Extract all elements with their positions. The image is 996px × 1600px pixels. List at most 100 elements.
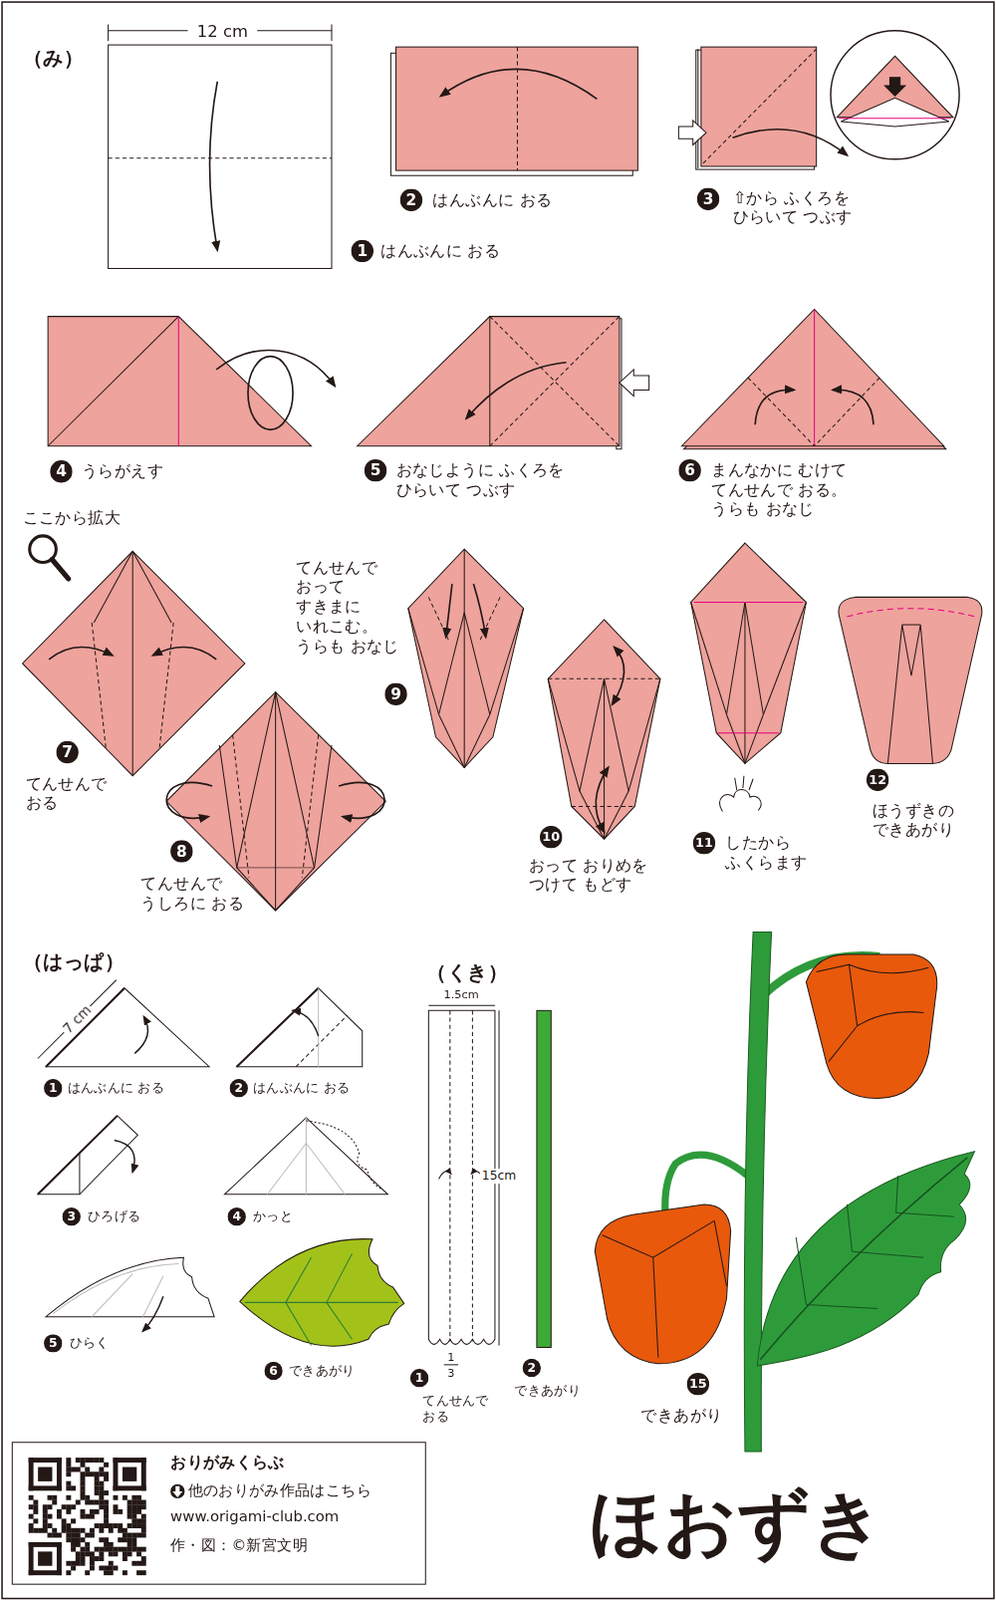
step9-kite-part (439, 612, 466, 715)
qr-code-part (75, 1532, 81, 1538)
info-text: www.origami-club.com (170, 1506, 339, 1523)
final-physalis-part (759, 1157, 968, 1360)
qr-code-part (65, 1522, 71, 1528)
qr-code-part (28, 1541, 62, 1547)
qr-code-part (136, 1517, 142, 1523)
step-number-text: 4 (227, 1207, 246, 1226)
qr-code-part (108, 1522, 114, 1528)
leaf-step4-part (266, 1143, 306, 1195)
qr-code-part (141, 1560, 147, 1566)
final-physalis-part (805, 1303, 878, 1308)
final-physalis-part (846, 1204, 852, 1251)
leaf-step6-part (326, 1301, 353, 1339)
qr-code-part (98, 1499, 104, 1505)
step10-kite (547, 619, 661, 839)
step-number: 2 (400, 189, 424, 213)
qr-code-part (98, 1485, 104, 1491)
dimension: 12 cm (197, 21, 249, 42)
qr-code-part (98, 1536, 104, 1542)
qr-code-part (108, 1569, 114, 1575)
qr-code-part (32, 1499, 38, 1505)
leaf-step4-part (305, 1117, 307, 1195)
step3-square-part (701, 46, 817, 167)
info-box: おりがみくらぶ他のおりがみ作品はこちらwww.origami-club.com作… (11, 1442, 426, 1584)
step-number: 3 (697, 188, 721, 212)
final-physalis-part (594, 1204, 731, 1364)
step-number: 4 (49, 460, 73, 484)
leaf-step3-part (37, 1115, 138, 1195)
qr-code-part (70, 1517, 76, 1523)
step-circle-fill (230, 1078, 249, 1097)
qr-code-part (28, 1485, 62, 1491)
qr-code-part (75, 1499, 81, 1505)
leaf-step1-part (45, 988, 210, 1067)
step3-square-part (884, 77, 905, 96)
qr-code-part (141, 1555, 147, 1561)
step1-square-part (210, 81, 219, 250)
qr-code-part (108, 1527, 114, 1533)
step10-kite-part (603, 678, 605, 839)
qr-code-part (89, 1457, 95, 1463)
qr-code-part (113, 1457, 119, 1491)
qr-code-part (28, 1527, 34, 1533)
step7-diamond-part (48, 646, 113, 659)
qr-code-part (37, 1467, 52, 1482)
qr-code-part (80, 1527, 86, 1533)
step7-diamond-part (132, 550, 134, 775)
qr-code-part (117, 1527, 123, 1533)
step6-triangle-part (814, 377, 881, 447)
qr-code-part (84, 1550, 90, 1556)
step-circle-fill (263, 1361, 282, 1380)
qr-code-part (89, 1532, 95, 1538)
qr-code-part (65, 1532, 71, 1538)
step8-diamond-part (275, 867, 315, 911)
qr-code-part (98, 1471, 104, 1477)
stem-step1-part (536, 1009, 551, 1347)
step-number: 8 (170, 839, 194, 863)
qr-code-part (113, 1508, 119, 1514)
qr-code-part (65, 1462, 71, 1468)
qr-code-part (56, 1457, 62, 1491)
step-number: 6 (678, 459, 702, 483)
qr-code-part (141, 1503, 147, 1509)
qr-code-part (51, 1494, 57, 1500)
leaf-step5-part (45, 1256, 215, 1316)
step-number: 2 (230, 1078, 249, 1097)
step11-kite-part (744, 602, 746, 764)
step-number: 1 (410, 1368, 429, 1387)
qr-code-part (117, 1546, 123, 1552)
step-text: ほうずきの できあがり (872, 799, 965, 839)
qr-code-part (84, 1457, 90, 1463)
qr-code-part (28, 1457, 34, 1491)
step1-square-part (108, 29, 189, 31)
step-circle-fill (227, 1207, 246, 1226)
qr-code-part (51, 1532, 57, 1538)
qr-code-part (131, 1560, 137, 1566)
step11-kite-part (727, 602, 746, 716)
step9-kite-part (464, 612, 491, 715)
qr-code-part (98, 1546, 104, 1552)
magnifier-icon (29, 535, 69, 579)
qr-code-part (103, 1565, 109, 1571)
qr-code-part (127, 1503, 133, 1509)
step-number: 7 (55, 741, 79, 764)
step-text: おなじように ふくろを ひらいて つぶす (396, 460, 576, 499)
step-text: したから ふくらます (725, 832, 817, 872)
qr-code-part (141, 1527, 147, 1533)
qr-code-part (80, 1513, 86, 1519)
step8-diamond-part (237, 866, 315, 868)
qr-code-part (131, 1541, 137, 1547)
qr-code-part (103, 1490, 109, 1495)
qr-code-part (37, 1550, 52, 1565)
qr-code-part (103, 1513, 109, 1519)
qr-code-part (80, 1490, 86, 1495)
footer-decor (11, 1442, 426, 1584)
qr-code-part (70, 1527, 76, 1533)
qr-code-part (84, 1569, 90, 1575)
qr-code-part (113, 1546, 119, 1552)
step9-kite-part (490, 608, 524, 716)
step-text: ひらく (69, 1334, 110, 1351)
step-text: まんなかに むけて てんせんで おる。 うらも おなじ (711, 460, 859, 519)
qr-code-part (94, 1457, 100, 1463)
step9-kite-part (473, 583, 486, 637)
